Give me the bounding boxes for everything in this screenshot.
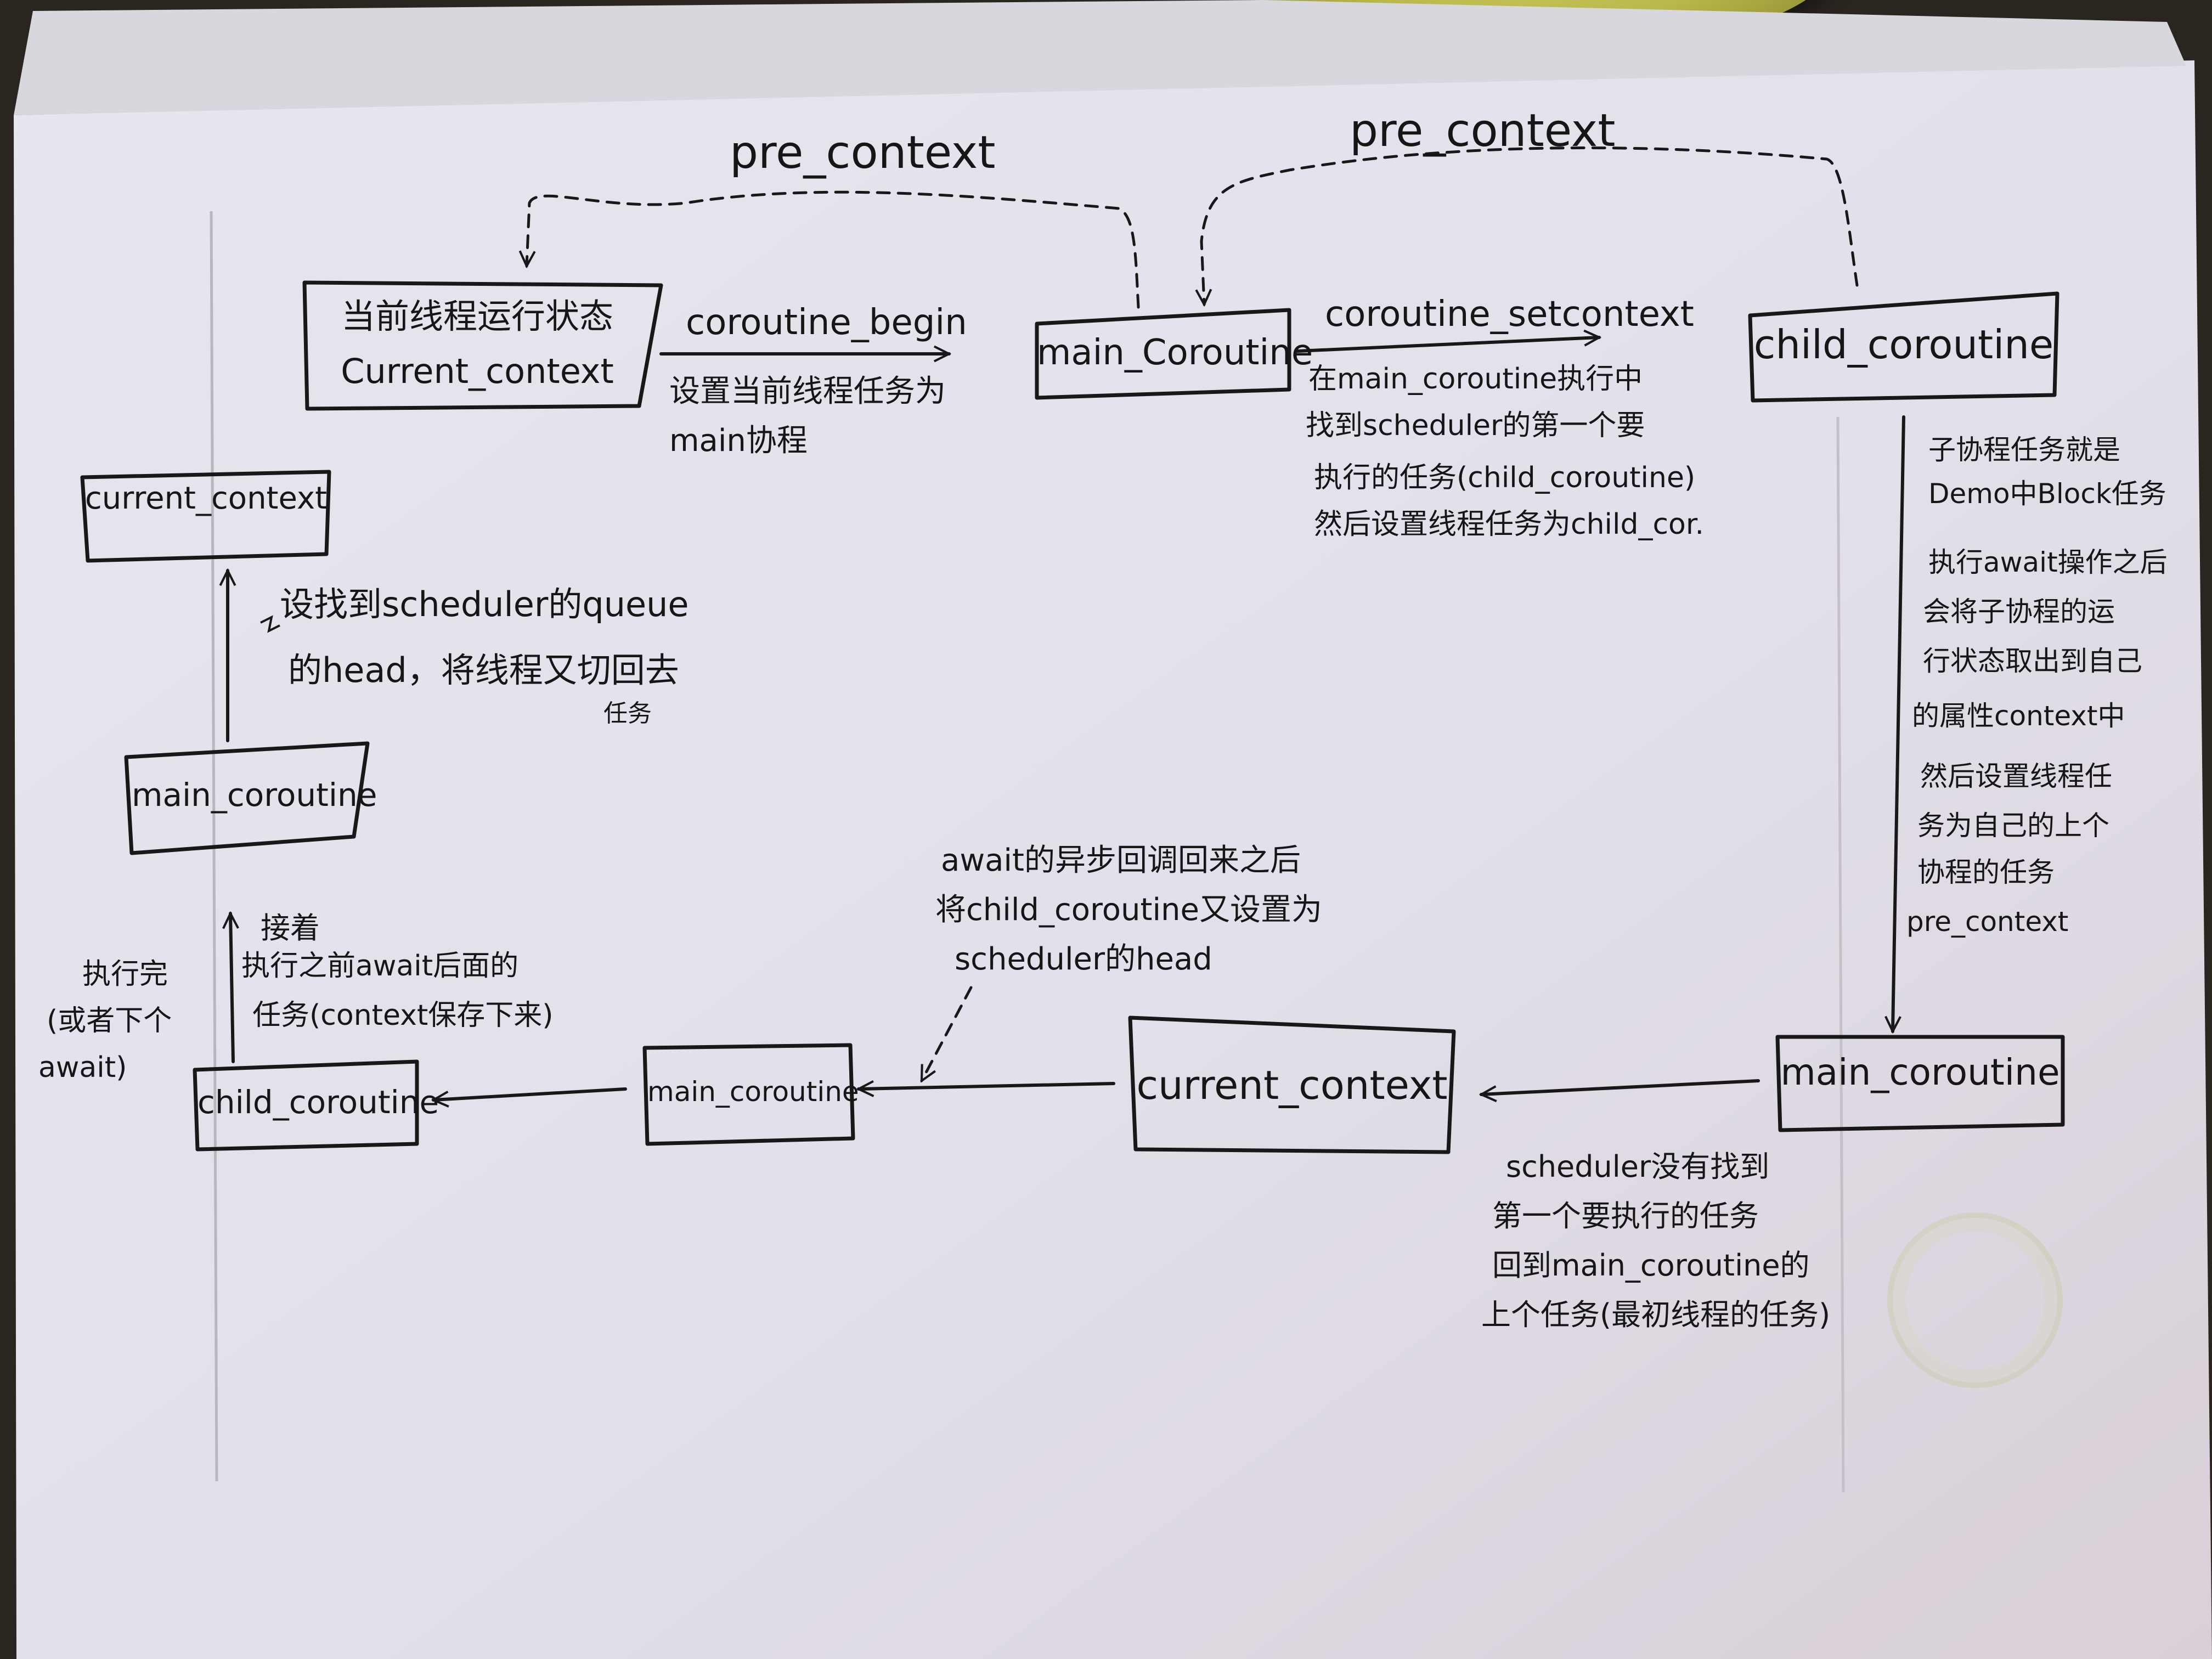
note-resume-line1: 接着 [261, 911, 320, 945]
note-child-line8: 务为自己的上个 [1917, 810, 2109, 842]
note-no-task-line3: 回到main_coroutine的 [1492, 1248, 1810, 1283]
note-child-line10: pre_context [1906, 906, 2069, 938]
note-child-line3: 执行await操作之后 [1928, 546, 2168, 578]
box-main-coroutine-bottom-label: main_coroutine [647, 1076, 859, 1108]
arrow-child-to-main-right [1893, 415, 1905, 1031]
note-queue-line3: 任务 [603, 699, 652, 727]
box-main-coroutine-bottom [642, 1043, 855, 1146]
box-current-state-line2: Current_context [341, 351, 614, 391]
box-main-coroutine-top-label: main_Coroutine [1037, 332, 1313, 373]
note-queue-line2: 的head，将线程又切回去 [288, 650, 679, 690]
arrow-current-context-to-main-bottom [859, 1084, 1115, 1089]
box-main-coroutine-right [1775, 1035, 2065, 1132]
note-child-line1: 子协程任务就是 [1928, 434, 2120, 466]
paper-surface [14, 60, 2212, 1659]
note-callback-line2: 将child_coroutine又设置为 [935, 892, 1323, 928]
note-no-task-line1: scheduler没有找到 [1506, 1149, 1770, 1184]
box-current-state [302, 280, 663, 411]
note-done-line2: (或者下个 [47, 1005, 172, 1037]
note-no-task-line2: 第一个要执行的任务 [1492, 1199, 1759, 1233]
faded-stamp [1887, 1212, 2063, 1388]
arrow-main-bottom-to-child-bottom [433, 1087, 627, 1100]
note-begin-line2: main协程 [669, 423, 808, 459]
note-child-line6: 的属性context中 [1912, 700, 2125, 732]
note-child-line4: 会将子协程的运 [1923, 596, 2115, 628]
note-done-line1: 执行完 [82, 958, 168, 991]
note-begin-line1: 设置当前线程任务为 [669, 374, 946, 409]
box-main-coroutine-left [124, 741, 370, 855]
box-child-coroutine-top [1748, 291, 2059, 403]
margin-line-right [1836, 416, 1845, 1493]
note-queue-line1: 设找到scheduler的queue [280, 584, 689, 624]
dashed-pre-context-right [1201, 146, 1859, 304]
dashed-callback-arrow [920, 986, 973, 1081]
label-pre-context-left: pre_context [730, 127, 996, 179]
box-current-state-line1: 当前线程运行状态 [341, 296, 613, 336]
note-resume-line2: 执行之前await后面的 [241, 950, 519, 983]
note-no-task-line4: 上个任务(最初线程的任务) [1481, 1297, 1831, 1332]
paper-back-sheet [14, 0, 2186, 115]
note-setcontext-line1: 在main_coroutine执行中 [1308, 363, 1643, 396]
box-current-context-bottom [1128, 1015, 1456, 1154]
note-child-line7: 然后设置线程任 [1920, 760, 2112, 792]
arrow-coroutine-setcontext [1296, 337, 1599, 353]
box-main-coroutine-right-label: main_coroutine [1780, 1051, 2060, 1093]
box-current-context-left-label: current_context [85, 481, 328, 516]
box-child-coroutine-bottom-label: child_coroutine [198, 1084, 439, 1121]
note-child-line5: 行状态取出到自己 [1923, 645, 2142, 677]
scribble-mark-left [260, 615, 280, 633]
arrow-main-right-to-current-context [1481, 1079, 1760, 1094]
box-main-coroutine-left-label: main_coroutine [132, 776, 377, 814]
note-done-line3: await) [38, 1051, 127, 1084]
note-callback-line3: scheduler的head [955, 941, 1212, 977]
note-callback-line1: await的异步回调回来之后 [941, 843, 1301, 878]
edge-label-coroutine-begin: coroutine_begin [686, 302, 967, 343]
box-current-context-bottom-label: current_context [1136, 1062, 1448, 1108]
note-child-line9: 协程的任务 [1917, 856, 2055, 888]
note-setcontext-line4: 然后设置线程任务为child_cor. [1314, 508, 1704, 541]
edge-label-coroutine-setcontext: coroutine_setcontext [1325, 294, 1694, 335]
box-current-context-left [80, 470, 331, 563]
box-main-coroutine-top [1035, 308, 1291, 400]
note-child-line2: Demo中Block任务 [1928, 478, 2166, 510]
box-child-coroutine-top-label: child_coroutine [1753, 321, 2054, 368]
note-setcontext-line2: 找到scheduler的第一个要 [1306, 409, 1645, 442]
label-pre-context-right: pre_context [1350, 105, 1616, 157]
note-resume-line3: 任务(context保存下来) [252, 999, 554, 1032]
note-setcontext-line3: 执行的任务(child_coroutine) [1314, 461, 1696, 494]
arrow-child-bottom-up-to-main-left [230, 913, 233, 1063]
box-child-coroutine-bottom [193, 1059, 419, 1152]
dashed-pre-context-left [527, 190, 1140, 309]
